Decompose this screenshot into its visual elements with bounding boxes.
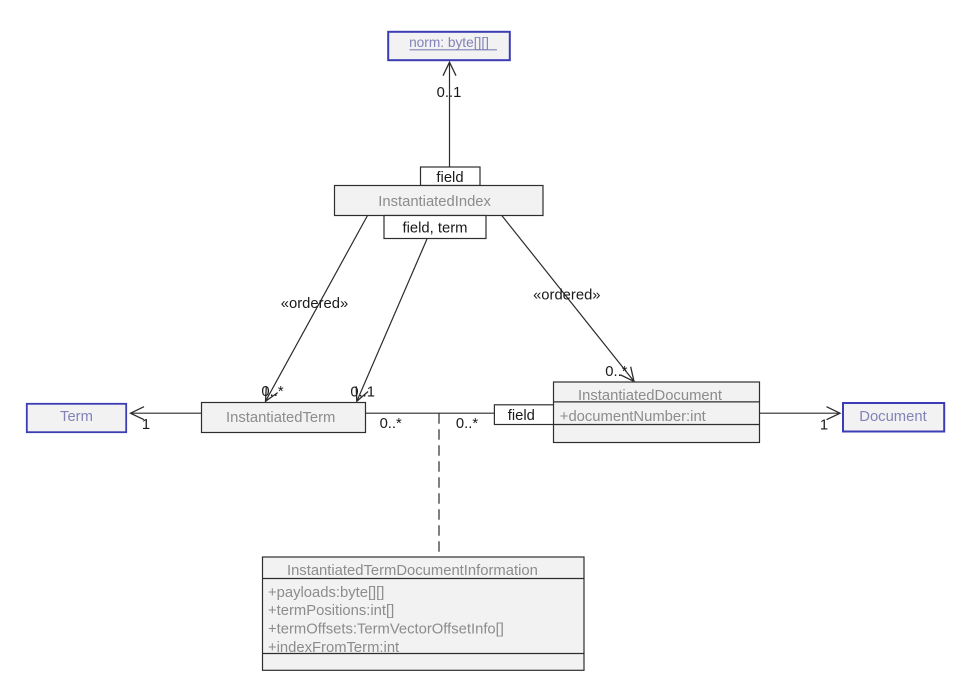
svg-text:+termPositions:int[]: +termPositions:int[]: [268, 603, 394, 619]
svg-text:InstantiatedTermDocumentInform: InstantiatedTermDocumentInformation: [287, 563, 538, 579]
svg-text:Term: Term: [60, 409, 93, 425]
svg-text:+indexFromTerm:int: +indexFromTerm:int: [268, 640, 399, 656]
svg-text:field: field: [508, 408, 535, 424]
svg-text:1: 1: [820, 417, 828, 433]
svg-text:field, term: field, term: [403, 220, 468, 236]
svg-text:«ordered»: «ordered»: [281, 296, 348, 312]
svg-text:0..1: 0..1: [437, 85, 462, 101]
svg-text:0..*: 0..*: [605, 364, 627, 380]
svg-text:field: field: [436, 170, 463, 186]
svg-text:norm: byte[][]: norm: byte[][]: [409, 35, 489, 50]
svg-text:0..1: 0..1: [350, 385, 375, 401]
svg-text:0..*: 0..*: [261, 384, 283, 400]
svg-text:InstantiatedTerm: InstantiatedTerm: [226, 410, 335, 426]
svg-text:0..*: 0..*: [380, 416, 402, 432]
svg-text:+payloads:byte[][]: +payloads:byte[][]: [268, 585, 384, 601]
svg-text:«ordered»: «ordered»: [533, 288, 600, 304]
svg-text:0..*: 0..*: [456, 416, 478, 432]
svg-text:Document: Document: [859, 409, 926, 425]
svg-text:+termOffsets:TermVectorOffsetI: +termOffsets:TermVectorOffsetInfo[]: [268, 622, 504, 638]
svg-text:InstantiatedDocument: InstantiatedDocument: [578, 388, 722, 404]
svg-text:InstantiatedIndex: InstantiatedIndex: [378, 194, 491, 210]
svg-text:+documentNumber:int: +documentNumber:int: [560, 409, 706, 425]
svg-text:1: 1: [142, 417, 150, 433]
